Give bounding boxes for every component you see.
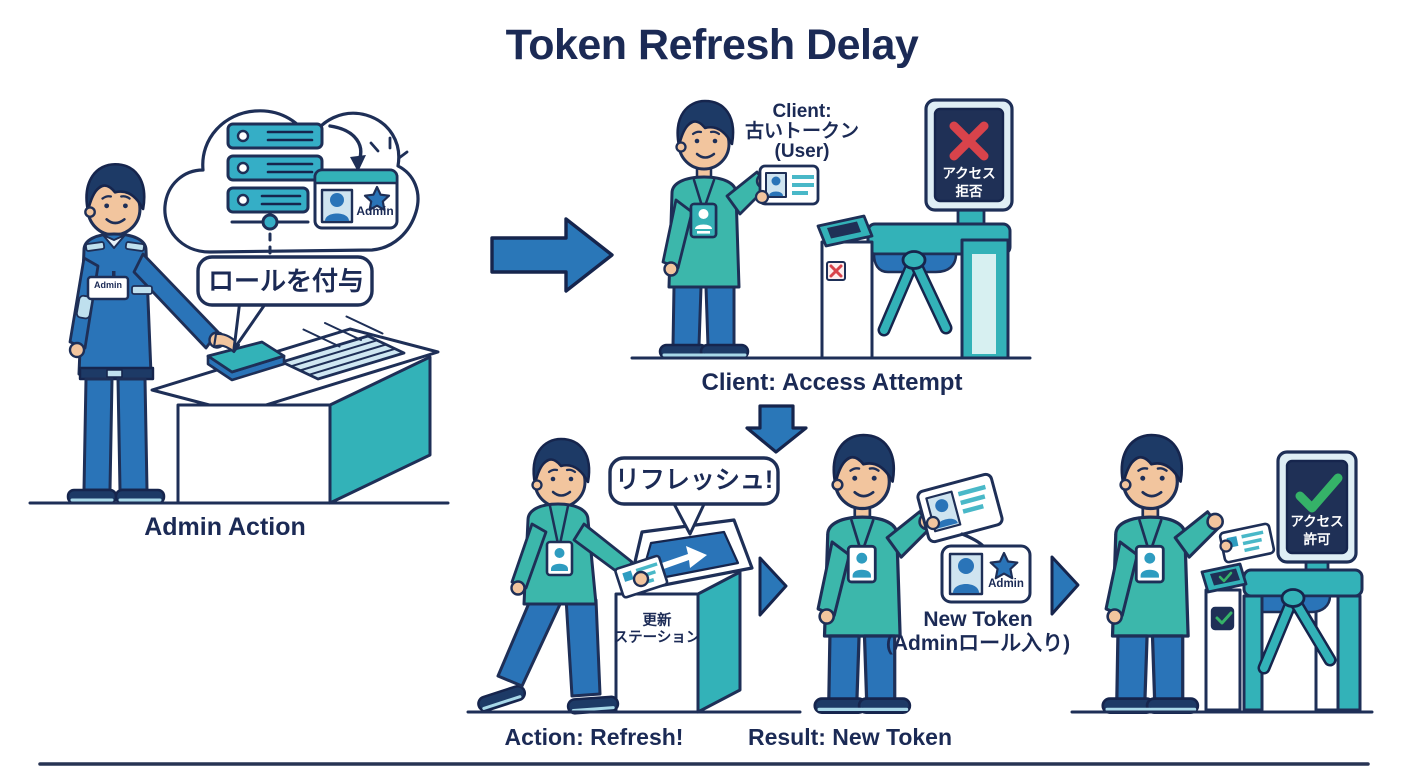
admin-card-label: Admin (356, 204, 394, 218)
arrow-right-icon (490, 217, 614, 293)
station-label-line1: 更新 (642, 613, 672, 629)
denied-sign-line2: 拒否 (955, 184, 983, 200)
granted-panel (1070, 435, 1374, 713)
client-figure-result (815, 435, 935, 713)
new-token-label: New Token (Adminロール入り) (858, 608, 1098, 656)
grant-role-speech-bubble (196, 255, 374, 351)
grant-button (206, 340, 286, 382)
granted-sign (1276, 450, 1358, 576)
admin-role-card-icon (940, 544, 1032, 604)
turnstile-denied (816, 214, 1012, 360)
granted-sign-line2: 許可 (1303, 532, 1331, 548)
star-icon (989, 551, 1019, 580)
admin-desk (150, 315, 440, 505)
admin-name-tag-label: Admin (94, 280, 122, 290)
client-label-line1: Client: (772, 101, 832, 122)
denied-sign-label: アクセス 拒否 (937, 165, 1001, 201)
new-token-card-label: Admin (988, 578, 1024, 590)
green-check-icon (1295, 473, 1343, 513)
refresh-panel-caption: Action: Refresh! (504, 724, 684, 750)
holding-hand (1219, 539, 1233, 553)
network-node (261, 213, 279, 231)
refresh-panel (466, 437, 802, 715)
client-figure-attempt (660, 101, 771, 358)
red-x-icon (949, 121, 989, 161)
attempt-panel (630, 98, 1032, 360)
refresh-speech-bubble (608, 456, 780, 536)
turnstile-granted (1200, 562, 1364, 712)
arrow-right-small-icon-1 (758, 556, 788, 617)
old-token-card-icon (754, 164, 820, 206)
admin-card-icon (313, 168, 399, 230)
client-label-line2: 古いトークン (744, 121, 859, 143)
grant-role-bubble-text: ロールを付与 (207, 266, 364, 296)
refresh-bubble-text: リフレッシュ! (614, 466, 774, 494)
server-to-card-arrow-icon (328, 124, 366, 172)
star-icon (363, 185, 391, 211)
admin-panel-caption: Admin Action (144, 513, 306, 541)
reader-granted-badge (1210, 606, 1235, 631)
admin-panel (28, 109, 450, 505)
result-panel-caption: Result: New Token (747, 724, 953, 750)
refresh-station-label: 更新 ステーション (607, 613, 707, 646)
arrow-down-icon (745, 404, 808, 454)
station-label-line2: ステーション (613, 629, 701, 646)
sparkle-icon (369, 136, 409, 160)
attempt-panel-caption: Client: Access Attempt (701, 369, 963, 396)
result-panel (815, 435, 1032, 713)
granted-sign-label: アクセス 許可 (1286, 513, 1348, 549)
server-stack-icon (226, 122, 324, 264)
admin-figure (66, 162, 241, 505)
denied-sign-line1: アクセス (942, 166, 996, 181)
keypad-icon (280, 315, 406, 381)
walking-figure (477, 437, 634, 715)
holding-hand (925, 515, 941, 531)
holding-hand (632, 570, 650, 588)
new-token-line1: New Token (923, 608, 1033, 631)
reader-denied-badge (826, 261, 846, 281)
client-token-label: Client: 古いトークン (User) (712, 101, 892, 163)
granted-sign-line1: アクセス (1290, 514, 1344, 529)
denied-sign (924, 98, 1014, 228)
admin-name-tag (86, 275, 130, 301)
arrow-right-small-icon-2 (1050, 555, 1080, 616)
new-token-card-icon (916, 472, 1004, 544)
client-label-line3: (User) (774, 141, 830, 163)
page-title: Token Refresh Delay (505, 21, 919, 69)
refresh-arrow-icon (656, 546, 707, 571)
new-token-line2: (Adminロール入り) (885, 631, 1071, 655)
refresh-kiosk (614, 518, 754, 714)
